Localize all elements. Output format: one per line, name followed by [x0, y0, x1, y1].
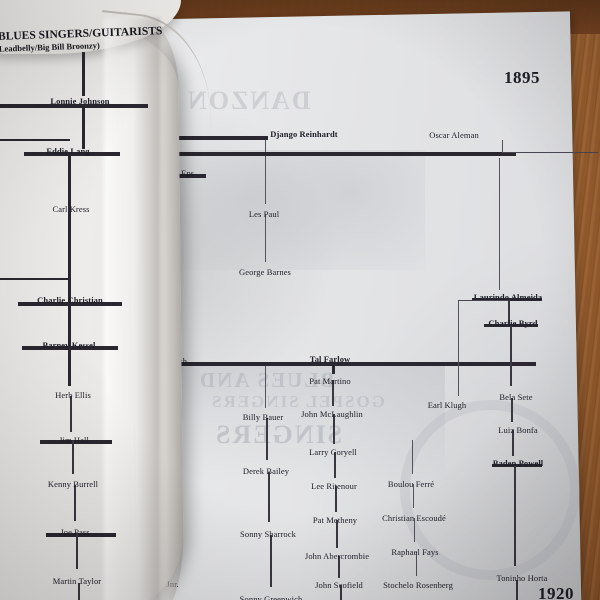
year-marker-bottom: 1920 [538, 584, 574, 600]
connector [68, 152, 71, 212]
connector [74, 485, 76, 521]
chart-node: Martin Taylor [52, 576, 102, 586]
connector [336, 520, 338, 548]
connector [76, 533, 78, 569]
chart-node: John McLaughlin [301, 409, 363, 419]
connector [472, 298, 542, 301]
connector [332, 380, 334, 406]
connector [78, 583, 80, 600]
chart-node: Charlie Byrd [488, 318, 538, 328]
connector [333, 414, 335, 444]
chart-node: Charlie Christian [37, 295, 103, 305]
connector [270, 535, 272, 587]
connector [68, 302, 71, 346]
chart-node: Bela Sete [499, 392, 533, 402]
chart-node: George Barnes [239, 267, 291, 277]
connector [265, 138, 267, 204]
chart-node: Jim Hall [59, 435, 89, 445]
connector [413, 484, 415, 508]
connector [70, 396, 72, 432]
connector [68, 278, 71, 302]
chart-node: Sonny Greenwich [239, 594, 303, 600]
connector [502, 140, 504, 152]
connector [514, 466, 516, 566]
chart-node: Luiz Bonfa [498, 425, 538, 435]
chart-node: Billy Bauer [242, 412, 284, 422]
connector [334, 452, 336, 478]
chart-node: John Abercrombie [304, 551, 370, 561]
connector [458, 300, 508, 302]
connector [0, 278, 70, 281]
chart-node: Pat Martino [309, 376, 351, 386]
year-marker-top: 1895 [504, 68, 540, 87]
connector [268, 472, 270, 522]
chart-node: Laurindo Almeida [473, 292, 543, 302]
chart-node: Kenny Burrell [47, 479, 99, 489]
chart-node: Les Paul [248, 209, 280, 219]
connector [68, 346, 71, 386]
chart-node: Carl Kress [52, 204, 90, 214]
connector [414, 518, 416, 542]
chart-node: Tal Farlow [309, 354, 351, 364]
connector [82, 52, 85, 96]
connector [484, 324, 538, 327]
connector [24, 152, 120, 156]
chart-node: Oscar Aleman [429, 130, 479, 140]
connector [335, 486, 337, 512]
connector [502, 152, 598, 154]
connector [512, 430, 514, 456]
connector [266, 418, 268, 460]
chart-node: Barney Kessel [42, 340, 96, 350]
chart-node: Christian Escoudé [382, 513, 446, 523]
connector [72, 440, 74, 474]
connector [40, 440, 112, 444]
chart-node: Raphael Fays [391, 547, 439, 557]
connector [511, 398, 513, 422]
chart-node: Boulou Ferré [387, 479, 435, 489]
connector [265, 136, 268, 140]
connector [68, 212, 71, 280]
connector [338, 556, 340, 578]
chart-node: Eddie Lang [46, 146, 90, 156]
connector [458, 300, 460, 396]
connector [116, 362, 536, 366]
connector [265, 366, 267, 408]
connector [0, 139, 70, 142]
chart-node: Derek Bailey [242, 466, 290, 476]
connector [340, 585, 342, 600]
chart-node: John Scofield [315, 580, 363, 590]
connector [265, 214, 267, 262]
chart-node: Pat Metheny [312, 515, 358, 525]
connector [516, 580, 518, 600]
chart-node: Joe Pass [60, 527, 90, 537]
connector [492, 464, 542, 467]
connector [332, 362, 335, 374]
chart-node: Lonnie Johnson [50, 96, 110, 106]
connector [416, 552, 418, 576]
connector [499, 158, 501, 290]
chart-node: Earl Klugh [427, 400, 467, 410]
connector [82, 104, 85, 149]
chart-node: Django Reinhardt [270, 129, 338, 139]
chart-node: Toninho Horta [496, 573, 548, 583]
connector [508, 300, 510, 324]
connector [510, 326, 512, 386]
chart-node: Lee Ritenour [311, 481, 357, 491]
chart-node: Herb Ellis [55, 390, 91, 400]
chart-node: Sonny Sharrock [240, 529, 296, 539]
connector [156, 152, 516, 156]
chart-node: Baden Powell [492, 458, 544, 468]
chart-node: Larry Coryell [309, 447, 357, 457]
connector [0, 104, 148, 108]
connector [46, 533, 116, 537]
connector [412, 440, 414, 474]
chart-node: Stochelo Rosenberg [383, 580, 453, 590]
